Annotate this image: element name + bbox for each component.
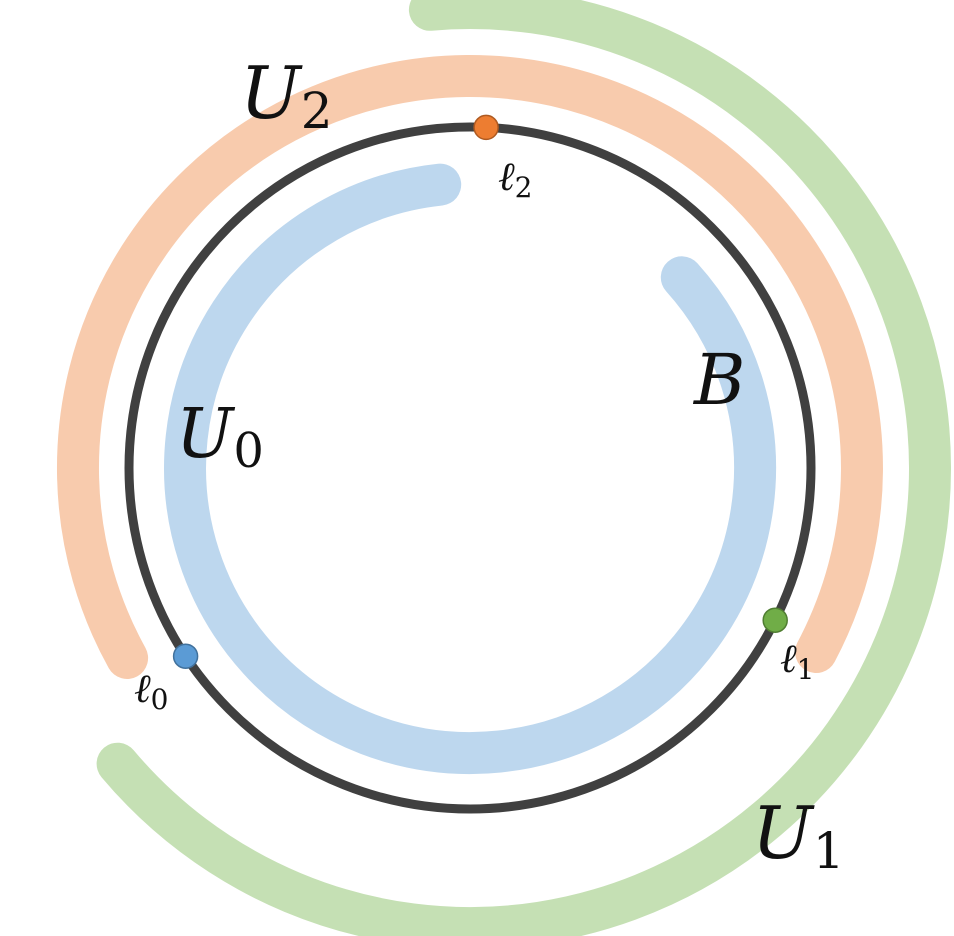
label-u1: U1 [752, 791, 845, 880]
point-l0 [172, 643, 199, 669]
point-l1 [762, 607, 788, 633]
arc-u0 [164, 163, 777, 775]
point-l2 [473, 114, 499, 141]
circle-b [124, 122, 816, 814]
label-u0: U0 [176, 395, 264, 479]
arc-u1 [96, 0, 951, 936]
label-b: B [692, 339, 745, 421]
label-l2: ℓ2 [498, 154, 533, 204]
label-l1: ℓ1 [780, 636, 815, 686]
arc-u2 [56, 55, 883, 679]
label-l0: ℓ0 [134, 666, 169, 716]
label-u2: U2 [240, 51, 333, 140]
